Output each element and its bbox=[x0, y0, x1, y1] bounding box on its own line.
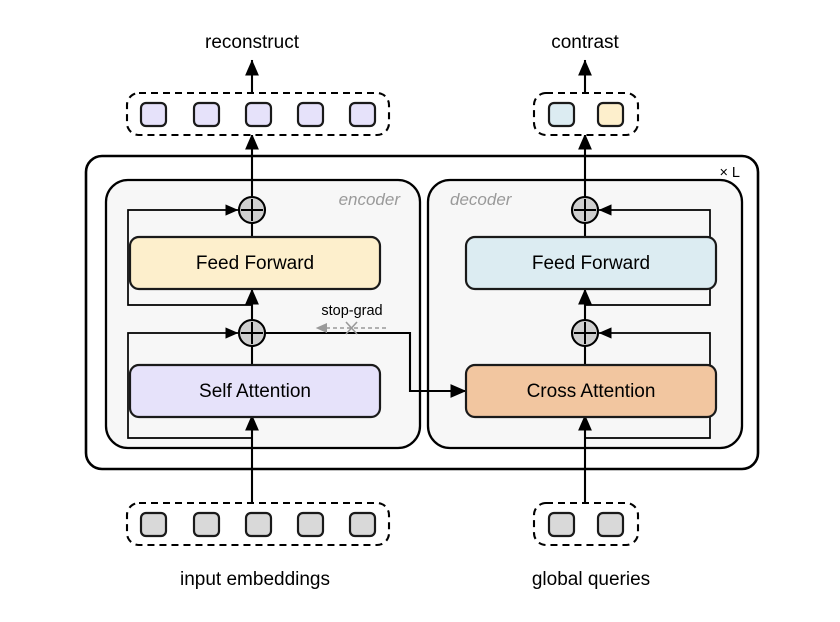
encoder-feed-forward-label: Feed Forward bbox=[196, 253, 314, 274]
token[interactable] bbox=[348, 101, 377, 128]
token[interactable] bbox=[244, 511, 273, 538]
encoder-add-node-upper bbox=[237, 195, 267, 225]
stop-grad-x-icon bbox=[345, 321, 358, 335]
decoder-add-node-lower bbox=[570, 318, 600, 348]
encoder-residual-ff bbox=[127, 204, 252, 306]
global-queries-label: global queries bbox=[532, 569, 650, 590]
encoder-self-attention-label: Self Attention bbox=[199, 381, 311, 402]
token[interactable] bbox=[296, 511, 325, 538]
encoder-feed-forward[interactable] bbox=[128, 235, 382, 291]
encoder-section-label: encoder bbox=[339, 190, 402, 209]
encoder-residual-attention bbox=[127, 327, 252, 439]
token[interactable] bbox=[348, 511, 377, 538]
token[interactable] bbox=[547, 101, 576, 128]
encoder-add-node-lower bbox=[237, 318, 267, 348]
token[interactable] bbox=[547, 511, 576, 538]
global-query-tokens bbox=[547, 511, 625, 538]
decoder-cross-attention-label: Cross Attention bbox=[527, 381, 656, 402]
input-embedding-tokens bbox=[139, 511, 377, 538]
reconstruct-label: reconstruct bbox=[205, 32, 300, 53]
decoder-section-label: decoder bbox=[450, 190, 513, 209]
token[interactable] bbox=[192, 101, 221, 128]
decoder-cross-attention[interactable] bbox=[464, 363, 718, 419]
repeat-count-label: × L bbox=[719, 165, 740, 181]
decoder-feed-forward-label: Feed Forward bbox=[532, 253, 650, 274]
token[interactable] bbox=[139, 101, 168, 128]
reconstruct-tokens bbox=[139, 101, 377, 128]
token[interactable] bbox=[244, 101, 273, 128]
encoder-self-attention[interactable] bbox=[128, 363, 382, 419]
contrast-tokens bbox=[547, 101, 625, 128]
token[interactable] bbox=[192, 511, 221, 538]
stop-grad-label: stop-grad bbox=[321, 303, 382, 319]
token[interactable] bbox=[139, 511, 168, 538]
decoder-add-node-upper bbox=[570, 195, 600, 225]
contrast-label: contrast bbox=[551, 32, 619, 53]
token[interactable] bbox=[596, 101, 625, 128]
token[interactable] bbox=[296, 101, 325, 128]
token[interactable] bbox=[596, 511, 625, 538]
encoder-to-cross-attention-wire bbox=[252, 331, 467, 398]
decoder-feed-forward[interactable] bbox=[464, 235, 718, 291]
input-embeddings-label: input embeddings bbox=[180, 569, 330, 590]
